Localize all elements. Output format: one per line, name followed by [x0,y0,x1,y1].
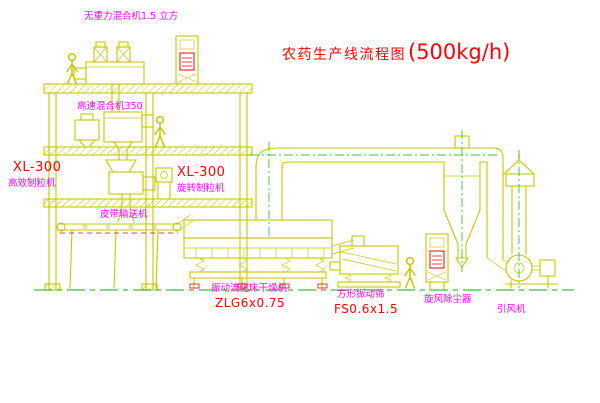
title-text: 农药生产线流程图 [282,47,406,63]
control-panel-ground [425,233,449,283]
vibrating-screen [329,235,401,288]
control-panel-top [175,35,199,85]
belt-conveyor [56,222,182,289]
label-granulator-right: 旋转制粒机 [177,183,225,194]
label-dryer: 振动流化床干燥机 [211,283,288,294]
label-fan: 引风机 [497,304,526,315]
exhaust-duct [255,147,504,261]
label-gravity-free-mixer: 无重力混合机1.5 立方 [84,11,179,22]
worker-figure-ground [404,256,416,289]
worker-figure-mid [154,115,166,148]
label-screen: 方形振动筛 [337,289,385,300]
fluid-bed-dryer [178,214,355,289]
label-belt-conveyor: 皮带输送机 [100,209,148,220]
gravity-free-mixer [73,41,145,113]
diagram-title: 农药生产线流程图 (500kg/h) [282,42,510,63]
title-capacity: (500kg/h) [408,40,511,64]
control-panel-legs [429,281,445,291]
label-granulator-left: 高效制粒机 [8,178,56,189]
granulator [105,159,173,223]
label-cyclone: 旋风除尘器 [424,294,472,305]
label-xl300-right: XL-300 [177,165,226,180]
high-speed-mixer [74,111,154,161]
label-high-speed-mixer: 高速混合机350 [77,101,143,112]
label-screen-model: FS0.6x1.5 [334,302,399,316]
label-dryer-model: ZLG6x0.75 [215,296,286,310]
centerlines [250,130,520,288]
label-xl300-left: XL-300 [13,160,62,175]
induced-draft-fan [486,254,559,289]
